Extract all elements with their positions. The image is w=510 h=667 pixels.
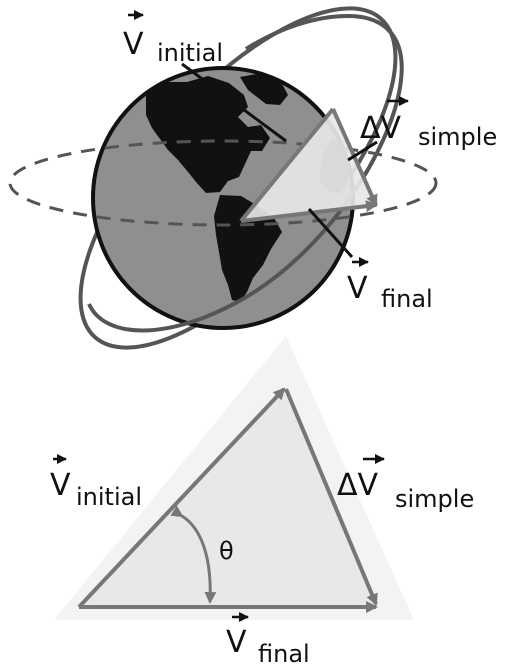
- globe-delta-v-symbol: ΔV: [360, 111, 402, 146]
- triangle-v-initial-subscript: initial: [76, 483, 142, 511]
- globe-v-initial-symbol: V: [123, 27, 144, 62]
- globe-v-final-subscript: final: [381, 285, 433, 313]
- globe-v-initial-vector: [239, 107, 335, 223]
- theta-label: θ: [219, 537, 234, 565]
- triangle-fill-area: [79, 389, 378, 607]
- triangle-v-initial-vector: [77, 387, 286, 609]
- south-america-landmass: [214, 195, 282, 302]
- triangle-v-initial-symbol: V: [50, 468, 71, 503]
- globe-v-final-vector: [240, 200, 378, 223]
- v-final-leader-line: [307, 207, 354, 259]
- triangle-v-final-symbol: V: [226, 625, 247, 660]
- greenland-landmass: [240, 73, 288, 105]
- inclined-orbit-front: [87, 13, 404, 333]
- v-initial-leader-line: [181, 62, 287, 143]
- delta-v-simple-leader-line: [347, 140, 378, 162]
- globe-v-initial-subscript: initial: [157, 39, 223, 67]
- triangle-delta-v-vector: [284, 388, 378, 606]
- triangle-delta-v-symbol: ΔV: [337, 468, 379, 503]
- triangle-v-final-subscript: final: [258, 640, 310, 667]
- theta-angle-arc: [170, 505, 217, 604]
- globe-delta-v-subscript: simple: [418, 123, 497, 151]
- globe-v-final-symbol: V: [347, 271, 368, 306]
- equatorial-orbit: [8, 139, 438, 227]
- triangle-delta-v-subscript: simple: [395, 485, 474, 513]
